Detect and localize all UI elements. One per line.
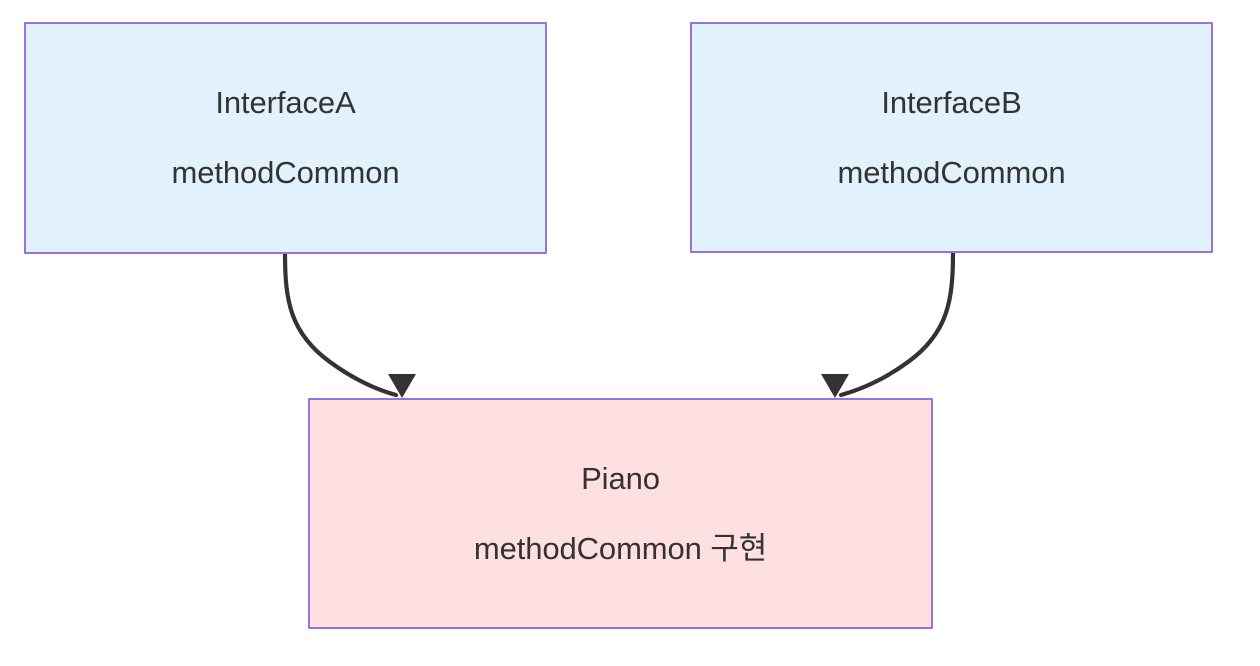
node-interface-b-title: InterfaceB: [881, 84, 1022, 120]
arrowhead-icon-b: [821, 374, 849, 398]
node-interface-a[interactable]: InterfaceA methodCommon: [24, 22, 547, 254]
arrowhead-icon-a: [388, 374, 416, 398]
edge-interface-b-to-piano: [821, 250, 956, 398]
node-interface-a-title: InterfaceA: [215, 85, 356, 120]
edge-interface-a-to-piano: [282, 251, 416, 398]
node-interface-b[interactable]: InterfaceB methodCommon: [690, 22, 1213, 253]
node-piano[interactable]: Piano methodCommon 구현: [308, 398, 933, 629]
node-interface-a-member: methodCommon: [171, 155, 400, 190]
edge-path-b-to-piano: [838, 250, 956, 398]
node-piano-member: methodCommon 구현: [473, 530, 768, 566]
edge-path-a-to-piano: [282, 251, 399, 398]
node-interface-b-member: methodCommon: [837, 154, 1066, 190]
node-piano-title: Piano: [581, 460, 660, 496]
